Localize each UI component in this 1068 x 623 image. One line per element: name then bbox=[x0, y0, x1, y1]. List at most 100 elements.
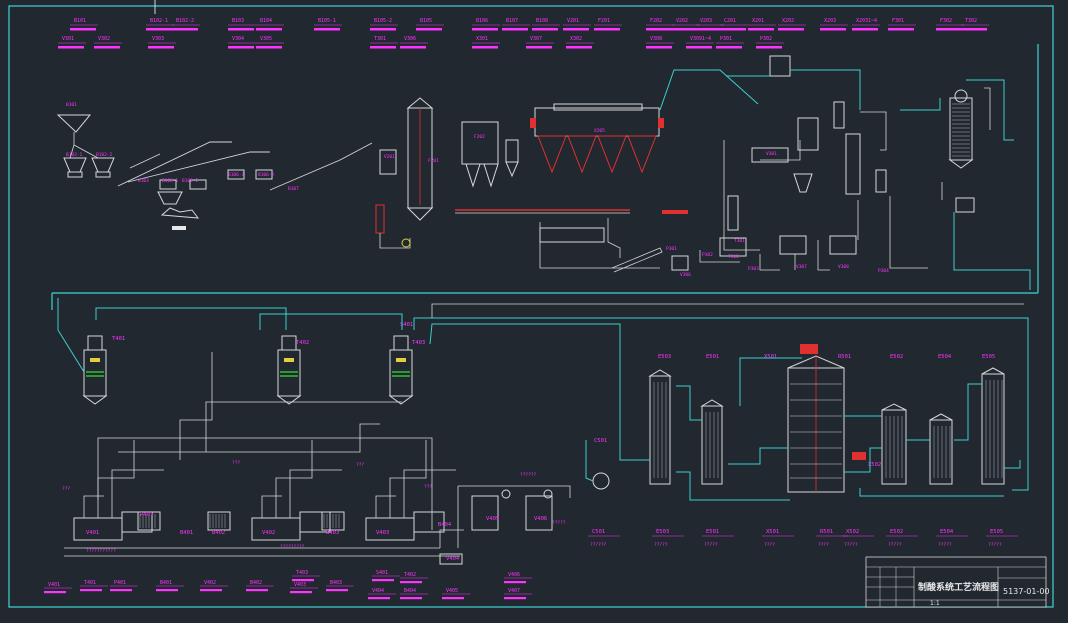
equipment-list-name: ????? bbox=[988, 542, 1002, 548]
process-equipment-tag: X502 bbox=[868, 462, 881, 468]
annotation-tag: ??????????? bbox=[86, 548, 116, 554]
label-subtext bbox=[888, 28, 914, 31]
esp-outlet bbox=[658, 118, 664, 128]
legend-equipment-code: V403 bbox=[294, 582, 306, 588]
label-subtext bbox=[256, 46, 282, 49]
pipe-line bbox=[403, 469, 456, 518]
pipe-line bbox=[389, 440, 427, 518]
small-equipment bbox=[189, 179, 207, 190]
process-equipment-tag: C501 bbox=[594, 438, 607, 444]
equipment-list-code: E505 bbox=[990, 529, 1003, 535]
pipe-line bbox=[760, 140, 801, 161]
small-equipment bbox=[159, 179, 177, 190]
top-equipment-label: B105-2 bbox=[374, 18, 392, 24]
absorption-tower bbox=[277, 349, 301, 397]
absorption-tower bbox=[389, 349, 413, 397]
small-equipment bbox=[255, 169, 273, 180]
belt-conveyor bbox=[127, 151, 270, 183]
pipe-line bbox=[95, 307, 287, 330]
acid-storage-tank bbox=[471, 495, 499, 531]
pipe-line bbox=[97, 437, 433, 530]
process-equipment-tag: V201 bbox=[384, 154, 395, 160]
label-subtext bbox=[146, 28, 172, 31]
converter-column bbox=[949, 97, 973, 161]
circulation-tank bbox=[829, 235, 857, 255]
top-equipment-label: B103 bbox=[232, 18, 244, 24]
pipe-line bbox=[607, 218, 621, 258]
process-equipment-tag: P301 bbox=[666, 246, 677, 252]
pipe-line bbox=[458, 485, 571, 498]
process-equipment-tag: E504 bbox=[938, 354, 952, 360]
pipe-line bbox=[375, 495, 396, 518]
label-subtext bbox=[172, 28, 198, 31]
drying-tower bbox=[845, 133, 861, 195]
top-equipment-label: C201 bbox=[724, 18, 736, 24]
pipe-line bbox=[728, 447, 788, 465]
process-equipment-tag: B102-2 bbox=[96, 152, 113, 158]
top-equipment-label: T301 bbox=[374, 36, 386, 42]
equipment-list-name: ????? bbox=[704, 542, 718, 548]
feed-hopper bbox=[56, 114, 92, 133]
annotation-tag: ??? bbox=[232, 460, 240, 466]
label-subtext bbox=[58, 46, 84, 49]
label-subtext bbox=[416, 28, 442, 31]
legend-equipment-code: T402 bbox=[404, 572, 416, 578]
process-equipment-tag: B106-2 bbox=[258, 172, 275, 178]
pipe-line bbox=[817, 240, 830, 271]
top-equipment-label: X302 bbox=[570, 36, 582, 42]
drawing-scale: 1:1 bbox=[930, 600, 940, 607]
esp-hopper bbox=[567, 135, 597, 174]
blower-fan bbox=[592, 472, 610, 490]
label-subtext bbox=[228, 28, 254, 31]
exchanger-head bbox=[929, 413, 953, 421]
packing-marker bbox=[90, 358, 100, 362]
scrubber bbox=[797, 117, 819, 151]
top-equipment-label: V201 bbox=[567, 18, 579, 24]
title-block: 制酸系统工艺流程图 5137-01-00 1:1 bbox=[865, 556, 1050, 608]
legend-equipment-code: B404 bbox=[404, 588, 416, 594]
converter-tank bbox=[955, 197, 975, 213]
process-equipment-tag: P401 bbox=[140, 512, 153, 518]
pump-symbol bbox=[401, 238, 411, 248]
pipe-line bbox=[57, 298, 85, 373]
annotation-tag: ??? bbox=[424, 484, 432, 490]
equipment-list-code: C501 bbox=[592, 529, 605, 535]
tower-head bbox=[281, 335, 297, 351]
annotation-tag: ??? bbox=[356, 462, 364, 468]
top-equipment-label: V203 bbox=[700, 18, 712, 24]
process-equipment-tag: T402 bbox=[296, 340, 309, 346]
cyan-gas-pipe bbox=[790, 69, 861, 110]
legend-equipment-code: P401 bbox=[114, 580, 126, 586]
pipe-line bbox=[69, 144, 75, 159]
label-subtext bbox=[716, 46, 742, 49]
pipe-layer bbox=[57, 69, 1031, 557]
dilution-tank bbox=[671, 255, 689, 271]
process-equipment-tag: V403 bbox=[376, 530, 389, 536]
label-subtext bbox=[672, 28, 698, 31]
top-equipment-label: B106 bbox=[476, 18, 488, 24]
mist-eliminator bbox=[833, 101, 845, 129]
pipe-line bbox=[205, 401, 402, 452]
tube-heat-exchanger bbox=[649, 375, 671, 485]
top-equipment-label: V304 bbox=[232, 36, 244, 42]
legend-equipment-code: V407 bbox=[508, 588, 520, 594]
washing-tower bbox=[751, 147, 789, 163]
equipment-list-code: E503 bbox=[656, 529, 669, 535]
top-equipment-label: X201 bbox=[752, 18, 764, 24]
process-equipment-tag: V405 bbox=[486, 516, 499, 522]
label-subtext bbox=[370, 46, 396, 49]
process-equipment-tag: B103 bbox=[138, 178, 149, 184]
pipe-line bbox=[379, 233, 411, 249]
pipe-line bbox=[73, 144, 99, 159]
label-subtext bbox=[472, 46, 498, 49]
process-equipment-tag: V301 bbox=[766, 151, 777, 157]
pipe-line bbox=[83, 495, 104, 518]
label-subtext bbox=[70, 28, 96, 31]
pipe-line bbox=[431, 303, 1024, 318]
top-equipment-label: B102-2 bbox=[176, 18, 194, 24]
feeder bbox=[67, 171, 83, 178]
pipe-line bbox=[179, 352, 213, 460]
legend-subtext bbox=[400, 597, 422, 600]
drawing-border bbox=[8, 5, 1054, 608]
